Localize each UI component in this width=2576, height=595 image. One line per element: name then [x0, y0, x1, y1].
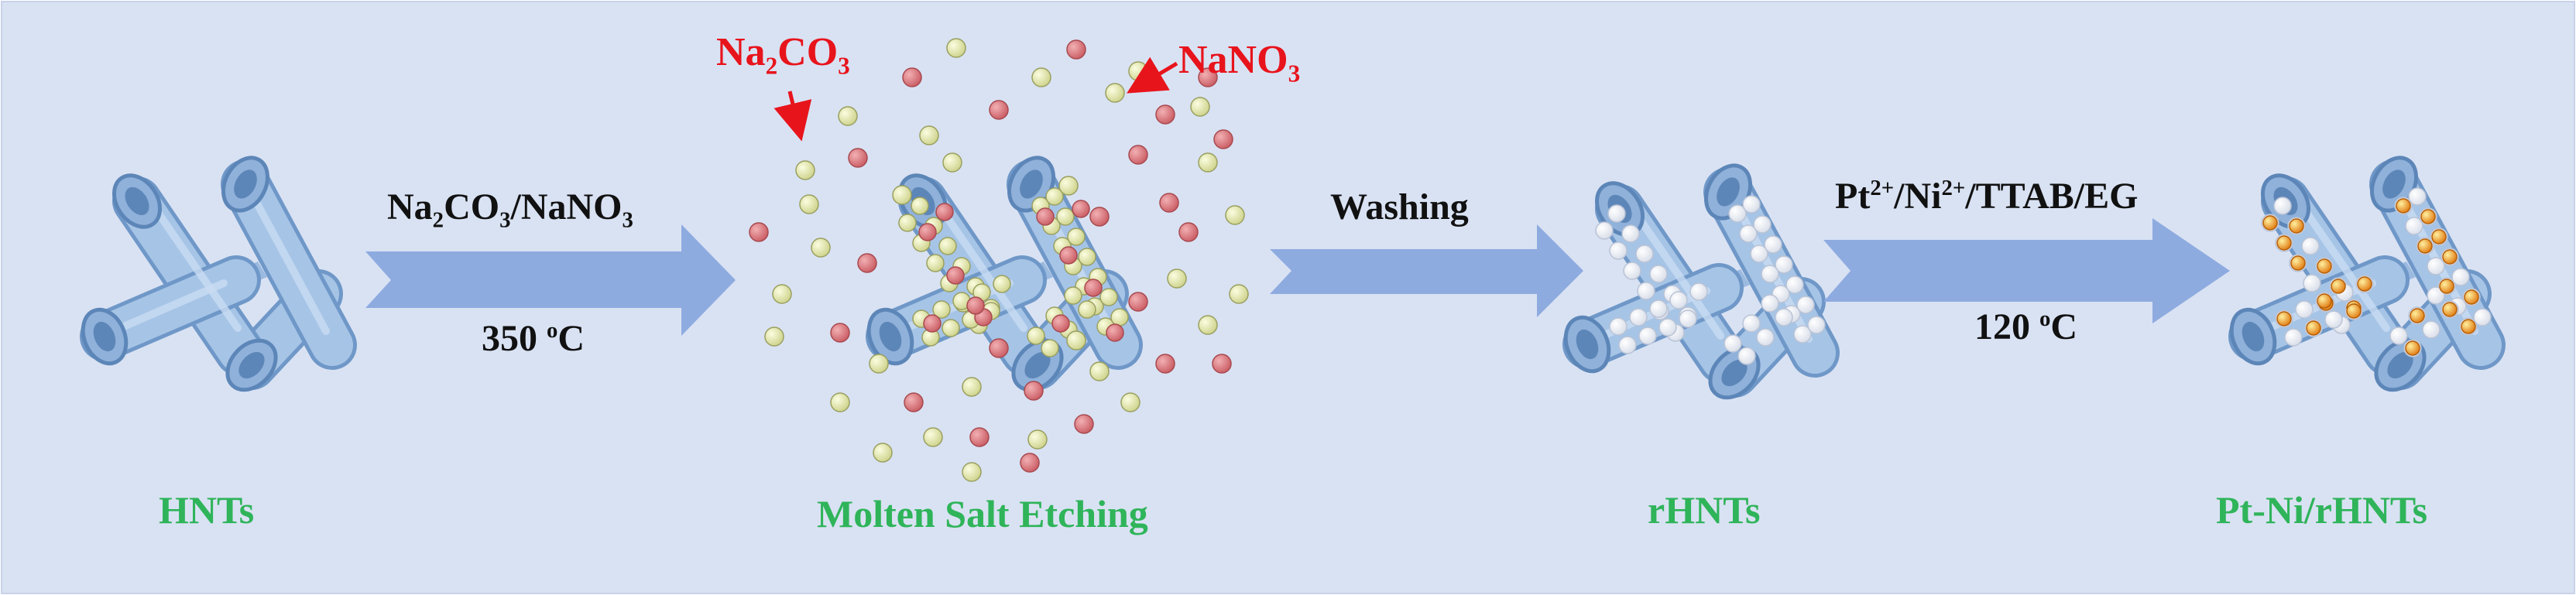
na2co3-particle [1105, 83, 1125, 103]
na2co3-particle [1027, 429, 1048, 450]
salt-particles [749, 38, 1249, 482]
na2co3-label: Na2CO3 [716, 30, 850, 80]
na2co3-particle [830, 392, 850, 412]
na2co3-particle [1120, 392, 1141, 412]
na2co3-particle [942, 152, 962, 173]
na2co3-particle [838, 106, 858, 126]
nano3-particle [857, 253, 877, 273]
na2co3-particle [1225, 205, 1245, 225]
pt-ni-nanoparticle [2431, 229, 2447, 244]
nano3-particle [1198, 67, 1218, 87]
pt-ni-nanoparticle [2276, 311, 2292, 327]
arrow-step1 [365, 224, 736, 336]
nano3-particle [1020, 453, 1040, 473]
pt-ni-nanoparticle [2442, 302, 2458, 317]
na2co3-particle [1167, 268, 1187, 289]
na2co3-particle [1066, 330, 1086, 351]
na2co3-particle [873, 443, 893, 463]
arrow-step3 [1823, 218, 2230, 323]
nano3-particle [902, 67, 922, 87]
na2co3-particle [962, 462, 982, 482]
nano3-particle [848, 148, 868, 168]
step2-label: Washing [1330, 186, 1469, 227]
nano3-particle [1155, 104, 1175, 125]
nano3-pointer [1127, 56, 1178, 94]
etching-red-particles-on-tubes [918, 200, 1124, 342]
pt-ni-nanoparticle [2442, 249, 2458, 265]
na2co3-particle [919, 125, 939, 145]
step1-temperature: 350 oC [482, 318, 585, 359]
pt-ni-nanoparticle [2357, 276, 2372, 292]
stage-label-rhnts: rHNTs [1648, 488, 1761, 532]
ptni-tubes [2224, 150, 2491, 399]
na2co3-particle [962, 377, 982, 397]
nano3-particle [1066, 39, 1086, 60]
na2co3-particle [1058, 176, 1079, 196]
na2co3-particle [799, 194, 819, 214]
pt-ni-nanoparticle [2276, 235, 2292, 251]
na2co3-particle [923, 427, 943, 447]
nano3-particle [749, 222, 769, 242]
nano3-particle [1074, 414, 1094, 434]
nano3-particle [830, 323, 850, 343]
na2co3-particle [772, 284, 792, 304]
na2co3-particle [1031, 67, 1051, 87]
nano3-label: NaNO3 [1178, 38, 1301, 87]
nano3-particle [1159, 193, 1179, 213]
step1-reagent: Na2CO3/NaNO3 [387, 186, 633, 233]
nano3-particle [989, 338, 1009, 358]
step3-temperature: 120 oC [1974, 306, 2078, 347]
pt-ni-nanoparticle [2317, 293, 2332, 309]
na2co3-particle [1198, 152, 1218, 173]
pt-ni-nanoparticle [2306, 320, 2321, 336]
nano3-particle [1212, 354, 1232, 374]
pt-ni-nanoparticle [2410, 308, 2425, 323]
nano3-particle [1024, 381, 1044, 401]
na2co3-particle [1198, 315, 1218, 335]
na2co3-particle [795, 160, 815, 180]
na2co3-particle [892, 185, 912, 205]
step3-reagent: Pt2+/Ni2+/TTAB/EG [1835, 176, 2139, 217]
nano3-particle [1128, 145, 1148, 165]
pt-ni-nanoparticle [2289, 218, 2304, 234]
stage-label-etching: Molten Salt Etching [817, 492, 1148, 535]
ptni-particles [2262, 198, 2479, 356]
pt-ni-nanoparticle [2461, 319, 2476, 334]
na2co3-particle [1089, 361, 1110, 381]
pt-ni-nanoparticle [2317, 258, 2332, 274]
pt-ni-nanoparticle [2396, 198, 2411, 214]
na2co3-pointer [773, 91, 812, 142]
nano3-particle [1128, 292, 1148, 312]
etching-tubes [861, 150, 1128, 399]
stage-label-hnts: HNTs [159, 488, 255, 532]
nano3-particle [1213, 129, 1233, 149]
arrow-step2 [1270, 224, 1583, 317]
na2co3-particle [869, 354, 889, 374]
pt-ni-nanoparticle [2464, 289, 2479, 305]
nano3-particle [1155, 354, 1175, 374]
pt-ni-nanoparticle [2439, 279, 2454, 294]
stage-label-ptni: Pt-Ni/rHNTs [2216, 488, 2428, 532]
pt-ni-nanoparticle [2331, 279, 2346, 294]
nano3-particle [1089, 207, 1110, 227]
nano3-particle [1178, 222, 1199, 242]
pt-ni-nanoparticle [2346, 303, 2362, 319]
pt-ni-nanoparticle [2262, 215, 2278, 231]
pt-ni-nanoparticle [2290, 255, 2306, 271]
pt-ni-nanoparticle [2405, 340, 2420, 356]
na2co3-particle [764, 327, 784, 347]
nano3-particle [904, 392, 924, 412]
na2co3-particle [1190, 97, 1210, 117]
nano3-particle [969, 427, 990, 447]
na2co3-particle [1128, 61, 1148, 81]
na2co3-particle [811, 238, 831, 258]
nano3-particle [989, 100, 1009, 120]
na2co3-particle [1229, 284, 1249, 304]
na2co3-particle [946, 38, 966, 58]
pt-ni-nanoparticle [2417, 238, 2433, 254]
pt-ni-nanoparticle [2420, 209, 2436, 224]
